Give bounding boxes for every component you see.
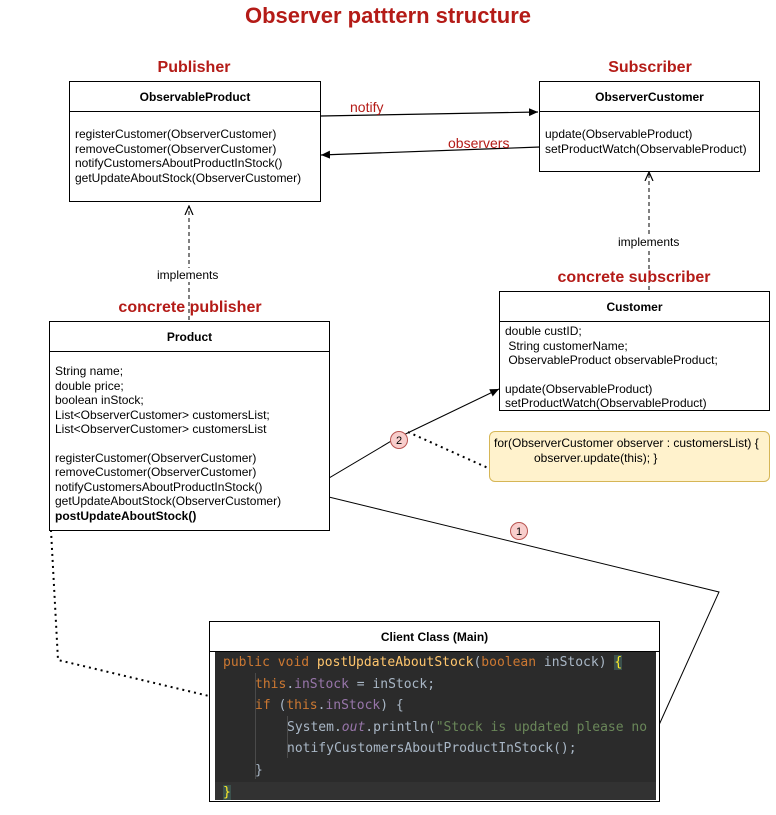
label-observers: observers	[448, 135, 510, 151]
class-product[interactable]: Product String name;double price;boolean…	[49, 321, 330, 531]
class-observer-customer[interactable]: ObserverCustomer update(ObservableProduc…	[539, 81, 760, 172]
code-line: this.inStock = inStock;	[255, 676, 436, 692]
field: String name;	[55, 364, 124, 378]
class-name: ObserverCustomer	[540, 82, 759, 112]
label-notify: notify	[350, 99, 384, 115]
field: String customerName;	[505, 338, 628, 353]
code-line: if (this.inStock) {	[255, 698, 404, 714]
indent-guide	[287, 716, 288, 758]
code-line: notifyCustomersAboutProductInStock();	[287, 741, 577, 757]
method: notifyCustomersAboutProductInStock()	[75, 156, 283, 170]
method: notifyCustomersAboutProductInStock()	[55, 479, 263, 494]
code-line: }	[255, 762, 263, 778]
field: List<ObserverCustomer> customersList;	[55, 407, 270, 422]
method: registerCustomer(ObserverCustomer)	[55, 450, 257, 465]
method: setProductWatch(ObservableProduct)	[545, 141, 747, 156]
label-implements-left: implements	[157, 268, 219, 282]
call-arrow-1	[258, 478, 720, 726]
badge-step-1: 1	[510, 522, 528, 540]
class-customer[interactable]: Customer double custID; String customerN…	[499, 291, 770, 411]
class-methods: registerCustomer(ObserverCustomer)remove…	[70, 112, 320, 189]
code-editor: public void postUpdateAboutStock(boolean…	[215, 652, 656, 800]
method: update(ObservableProduct)	[545, 127, 693, 141]
class-methods: update(ObservableProduct)setProductWatch…	[540, 112, 759, 160]
diagram-title: Observer patttern structure	[244, 3, 532, 28]
field: double price;	[55, 378, 124, 393]
section-concrete-subscriber: concrete subscriber	[557, 269, 711, 286]
code-note: for(ObserverCustomer observer : customer…	[489, 431, 770, 482]
notify-arrow	[320, 108, 539, 117]
code-line: System.out.println("Stock is updated ple…	[287, 719, 648, 735]
method: registerCustomer(ObserverCustomer)	[75, 127, 277, 141]
indent-guide	[255, 673, 256, 779]
section-publisher: Publisher	[157, 59, 231, 76]
class-name: Client Class (Main)	[210, 622, 659, 652]
section-subscriber: Subscriber	[608, 59, 692, 76]
badge-step-2: 2	[390, 431, 408, 449]
class-name: Customer	[500, 292, 769, 322]
label-implements-right: implements	[618, 235, 680, 249]
class-name: Product	[50, 322, 329, 352]
section-concrete-publisher: concrete publisher	[118, 299, 262, 316]
code-line: }	[215, 781, 656, 800]
class-name: ObservableProduct	[70, 82, 320, 112]
method: getUpdateAboutStock(ObserverCustomer)	[55, 494, 282, 508]
note-connector	[407, 431, 489, 469]
method: removeCustomer(ObserverCustomer)	[75, 141, 277, 156]
class-members: String name;double price;boolean inStock…	[50, 352, 329, 527]
field: boolean inStock;	[55, 393, 144, 407]
method: getUpdateAboutStock(ObserverCustomer)	[75, 170, 302, 185]
code-connector	[49, 511, 319, 723]
method: postUpdateAboutStock()	[55, 508, 197, 523]
method: setProductWatch(ObservableProduct)	[505, 396, 707, 410]
field: double custID;	[505, 324, 582, 338]
method: removeCustomer(ObserverCustomer)	[55, 465, 257, 479]
class-members: double custID; String customerName; Obse…	[500, 322, 769, 415]
field: List<ObserverCustomer> customersList	[55, 422, 267, 436]
method: update(ObservableProduct)	[505, 381, 653, 396]
observers-arrow	[320, 146, 541, 159]
code-line: public void postUpdateAboutStock(boolean…	[223, 655, 623, 670]
field: ObservableProduct observableProduct;	[505, 353, 718, 367]
class-observable-product[interactable]: ObservableProduct registerCustomer(Obser…	[69, 81, 321, 202]
